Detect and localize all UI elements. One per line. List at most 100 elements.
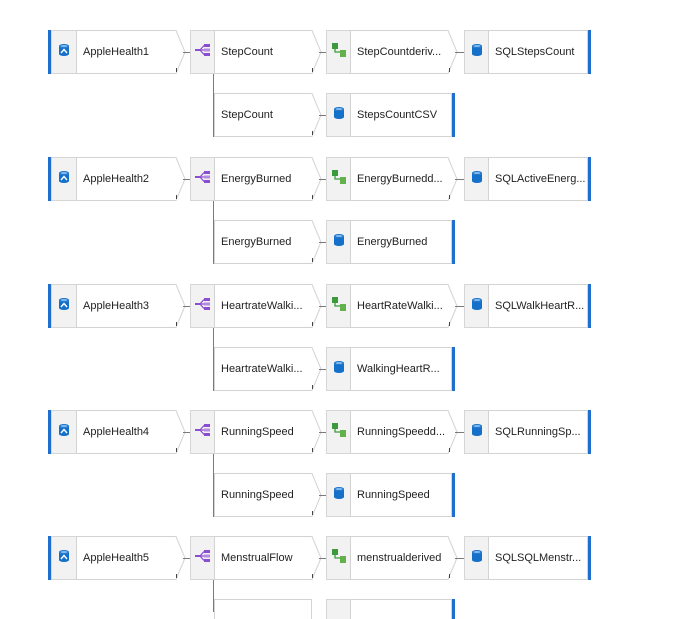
database-sink-icon-box[interactable] [326,220,352,264]
connector-handle[interactable] [449,68,450,72]
sql-sink-node[interactable]: SQLSQLMenstr... [488,536,588,580]
source-node[interactable]: AppleHealth3 [76,284,186,328]
connector-handle[interactable] [312,258,313,262]
file-sink-node[interactable]: StepsCountCSV [350,93,452,137]
database-sink-icon-box[interactable] [326,347,352,391]
connector-line [319,115,327,116]
connector-handle[interactable] [312,448,313,452]
connector-handle[interactable] [449,448,450,452]
connector-handle[interactable] [176,322,177,326]
conditional-split-icon-box[interactable] [190,30,216,74]
database-sink-icon-box[interactable] [464,410,490,454]
source-node[interactable]: AppleHealth5 [76,536,186,580]
branch-stream-node[interactable]: RunningSpeed [214,473,322,517]
source-node[interactable]: AppleHealth4 [76,410,186,454]
split-stream-node[interactable]: StepCount [214,30,322,74]
connector-handle[interactable] [449,322,450,326]
sql-sink-node[interactable]: SQLActiveEnerg... [488,157,588,201]
connector-line [183,432,191,433]
connector-handle[interactable] [312,68,313,72]
source-accent-bar [48,410,51,454]
file-sink-node[interactable]: WalkingHeartR... [350,347,452,391]
file-sink-node[interactable]: RunningSpeed [350,473,452,517]
conditional-split-icon-box[interactable] [190,536,216,580]
database-source-icon-box[interactable] [51,410,77,454]
split-stream-node[interactable]: HeartrateWalki... [214,284,322,328]
derived-column-node-label: RunningSpeedd... [357,426,445,438]
connector-line [455,558,465,559]
database-source-icon-box[interactable] [51,157,77,201]
sink-accent-bar [588,410,591,454]
database-source-icon-box[interactable] [51,536,77,580]
file-sink-node-label: WalkingHeartR... [357,363,440,375]
branch-stream-node[interactable]: EnergyBurned [214,220,322,264]
branch-stream-node[interactable] [214,599,312,619]
connector-handle[interactable] [312,511,313,515]
database-sink-icon-box[interactable] [326,473,352,517]
conditional-split-icon [195,549,211,568]
derived-column-node[interactable]: RunningSpeedd... [350,410,458,454]
connector-handle[interactable] [176,448,177,452]
connector-handle[interactable] [312,322,313,326]
database-source-icon-box[interactable] [51,284,77,328]
conditional-split-icon-box[interactable] [190,284,216,328]
file-sink-node[interactable]: EnergyBurned [350,220,452,264]
derived-column-icon-box[interactable] [326,536,352,580]
database-source-icon [58,170,70,189]
connector-handle[interactable] [312,195,313,199]
conditional-split-icon-box[interactable] [190,157,216,201]
derived-column-icon-box[interactable] [326,157,352,201]
connector-line [183,306,191,307]
sql-sink-node[interactable]: SQLStepsCount [488,30,588,74]
database-source-icon-box[interactable] [51,30,77,74]
file-sink-node[interactable] [350,599,452,619]
sink-accent-bar [588,536,591,580]
source-node[interactable]: AppleHealth2 [76,157,186,201]
database-source-icon [58,297,70,316]
database-sink-icon [471,549,483,568]
derived-column-node[interactable]: StepCountderiv... [350,30,458,74]
connector-handle[interactable] [176,195,177,199]
split-branch-line [213,74,214,137]
conditional-split-icon [195,43,211,62]
connector-line [455,52,465,53]
split-branch-line [213,580,214,612]
database-sink-icon-box[interactable] [464,157,490,201]
conditional-split-icon-box[interactable] [190,410,216,454]
connector-handle[interactable] [449,195,450,199]
derived-column-node[interactable]: EnergyBurnedd... [350,157,458,201]
connector-handle[interactable] [176,574,177,578]
derived-column-icon [332,548,346,568]
database-sink-icon-box[interactable] [326,93,352,137]
connector-line [455,432,465,433]
database-sink-icon-box[interactable] [326,599,352,619]
derived-column-icon-box[interactable] [326,30,352,74]
sql-sink-node[interactable]: SQLRunningSp... [488,410,588,454]
conditional-split-icon [195,170,211,189]
connector-handle[interactable] [176,68,177,72]
database-sink-icon [471,423,483,442]
derived-column-node[interactable]: HeartRateWalki... [350,284,458,328]
sql-sink-node[interactable]: SQLWalkHeartR... [488,284,588,328]
derived-column-node[interactable]: menstrualderived [350,536,458,580]
connector-handle[interactable] [312,131,313,135]
connector-handle[interactable] [312,574,313,578]
derived-column-icon-box[interactable] [326,284,352,328]
database-sink-icon [333,360,345,379]
branch-stream-node[interactable]: HeartrateWalki... [214,347,322,391]
database-sink-icon-box[interactable] [464,30,490,74]
derived-column-icon [332,296,346,316]
split-stream-node[interactable]: RunningSpeed [214,410,322,454]
database-sink-icon-box[interactable] [464,536,490,580]
connector-line [183,52,191,53]
derived-column-icon-box[interactable] [326,410,352,454]
database-sink-icon-box[interactable] [464,284,490,328]
split-stream-node[interactable]: MenstrualFlow [214,536,322,580]
database-sink-icon [333,106,345,125]
connector-handle[interactable] [312,385,313,389]
branch-stream-node[interactable]: StepCount [214,93,322,137]
source-node[interactable]: AppleHealth1 [76,30,186,74]
split-stream-node[interactable]: EnergyBurned [214,157,322,201]
connector-handle[interactable] [449,574,450,578]
